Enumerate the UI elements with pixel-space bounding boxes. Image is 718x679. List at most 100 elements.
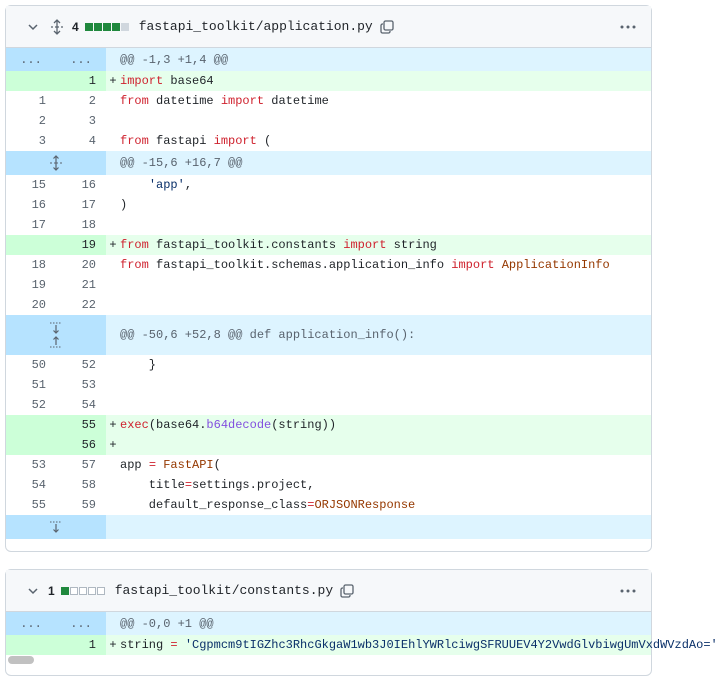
- new-line-number[interactable]: 21: [81, 278, 96, 292]
- new-line-number[interactable]: 55: [56, 415, 106, 435]
- fold-up-icon[interactable]: [49, 335, 63, 349]
- chevron-down-icon[interactable]: [24, 18, 42, 36]
- diffstat-block: [111, 22, 120, 31]
- code-token: import: [213, 134, 257, 148]
- expand-dots-old[interactable]: ...: [6, 612, 56, 635]
- file-name[interactable]: fastapi_toolkit/application.py: [138, 19, 373, 34]
- new-line-number[interactable]: 3: [88, 114, 96, 128]
- code-token: exec: [120, 418, 149, 432]
- old-line-number[interactable]: [6, 235, 56, 255]
- expand-down-button[interactable]: [6, 515, 106, 539]
- old-line-number[interactable]: 18: [31, 258, 46, 272]
- old-line-number[interactable]: 1: [38, 94, 46, 108]
- old-line-number[interactable]: [6, 435, 56, 455]
- old-line-number[interactable]: 20: [31, 298, 46, 312]
- code-token: import: [451, 258, 495, 272]
- code-line: from fastapi_toolkit.constants import st…: [120, 238, 651, 252]
- expand-footer-row: [6, 515, 651, 539]
- hunk-header-row: ... ... @@ -1,3 +1,4 @@: [6, 48, 651, 71]
- old-line-number[interactable]: 2: [38, 114, 46, 128]
- new-line-number[interactable]: 22: [81, 298, 96, 312]
- code-line: ): [120, 198, 651, 212]
- new-line-number[interactable]: 1: [56, 71, 106, 91]
- diff-table: ... ... @@ -1,3 +1,4 @@ 1+import base64 …: [6, 48, 651, 539]
- old-line-number[interactable]: [6, 635, 56, 655]
- new-line-number[interactable]: 57: [81, 458, 96, 472]
- expand-dots-old[interactable]: ...: [6, 48, 56, 71]
- old-line-number[interactable]: 19: [31, 278, 46, 292]
- code-token: app: [120, 458, 149, 472]
- old-line-number[interactable]: 3: [38, 134, 46, 148]
- code-token: ApplicationInfo: [501, 258, 610, 272]
- new-line-number[interactable]: 52: [81, 358, 96, 372]
- kebab-menu-icon[interactable]: [619, 582, 637, 600]
- file-diff-application: 4 fastapi_toolkit/application.py ... ...…: [5, 5, 652, 552]
- old-line-number[interactable]: 16: [31, 198, 46, 212]
- code-token: from: [120, 258, 149, 272]
- code-token: base64: [163, 74, 214, 88]
- file-name[interactable]: fastapi_toolkit/constants.py: [114, 583, 334, 598]
- old-line-number[interactable]: 51: [31, 378, 46, 392]
- code-token: fastapi_toolkit.constants: [148, 238, 344, 252]
- expand-dots-new[interactable]: ...: [56, 48, 106, 71]
- copy-icon[interactable]: [379, 19, 395, 35]
- fold-down-icon[interactable]: [49, 321, 63, 335]
- code-token: [178, 638, 185, 652]
- changes-count: 4: [72, 19, 79, 34]
- diff-sign: +: [109, 638, 117, 652]
- old-line-number[interactable]: [6, 415, 56, 435]
- diffstat-block: [102, 22, 111, 31]
- copy-icon[interactable]: [339, 583, 355, 599]
- new-line-number[interactable]: 54: [81, 398, 96, 412]
- diff-line: 19+from fastapi_toolkit.constants import…: [6, 235, 651, 255]
- expand-dots-new[interactable]: ...: [56, 612, 106, 635]
- diff-line: 1+import base64: [6, 71, 651, 91]
- new-line-number[interactable]: 2: [88, 94, 96, 108]
- hunk-header-row: ... ... @@ -0,0 +1 @@: [6, 612, 651, 635]
- kebab-menu-icon[interactable]: [619, 18, 637, 36]
- old-line-number[interactable]: 55: [31, 498, 46, 512]
- new-line-number[interactable]: 20: [81, 258, 96, 272]
- new-line-number[interactable]: 53: [81, 378, 96, 392]
- code-token: title: [120, 478, 185, 492]
- code-token: 'app': [148, 178, 185, 192]
- changes-count: 1: [48, 583, 55, 598]
- scrollbar-thumb[interactable]: [8, 656, 34, 664]
- old-line-number[interactable]: 50: [31, 358, 46, 372]
- new-line-number[interactable]: 19: [56, 235, 106, 255]
- old-line-number[interactable]: 52: [31, 398, 46, 412]
- code-token: import: [120, 74, 164, 88]
- diff-sign: +: [109, 238, 117, 252]
- old-line-number[interactable]: 17: [31, 218, 46, 232]
- file-diff-constants: 1 fastapi_toolkit/constants.py ... ... @…: [5, 569, 718, 676]
- new-line-number[interactable]: 16: [81, 178, 96, 192]
- expand-split-button[interactable]: [6, 315, 106, 355]
- new-line-number[interactable]: 58: [81, 478, 96, 492]
- horizontal-scrollbar[interactable]: [6, 655, 651, 665]
- new-line-number[interactable]: 18: [81, 218, 96, 232]
- unfold-icon: [50, 155, 62, 171]
- old-line-number[interactable]: 53: [31, 458, 46, 472]
- hunk-header: @@ -0,0 +1 @@: [120, 616, 214, 631]
- new-line-number[interactable]: 1: [56, 635, 106, 655]
- expand-both-button[interactable]: [6, 151, 106, 175]
- code-token: =: [170, 638, 178, 652]
- code-token: =: [307, 498, 315, 512]
- hunk-header: @@ -15,6 +16,7 @@: [120, 156, 243, 170]
- hunk-header-row: @@ -15,6 +16,7 @@: [6, 151, 651, 175]
- code-token: (base64.: [148, 418, 207, 432]
- old-line-number[interactable]: 54: [31, 478, 46, 492]
- code-token: =: [184, 478, 193, 492]
- new-line-number[interactable]: 4: [88, 134, 96, 148]
- new-line-number[interactable]: 56: [56, 435, 106, 455]
- new-line-number[interactable]: 17: [81, 198, 96, 212]
- chevron-down-icon[interactable]: [24, 582, 42, 600]
- old-line-number[interactable]: 15: [31, 178, 46, 192]
- expand-all-icon[interactable]: [48, 18, 66, 36]
- old-line-number[interactable]: [6, 71, 56, 91]
- new-line-number[interactable]: 59: [81, 498, 96, 512]
